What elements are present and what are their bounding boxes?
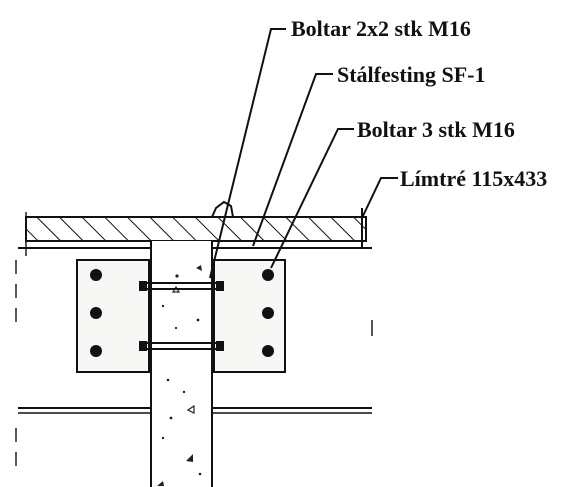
callout-steel-fixing: Stálfesting SF-1: [337, 62, 486, 87]
callout-bolts-3: Boltar 3 stk M16: [357, 117, 515, 142]
steel-plate-left: [76, 259, 150, 373]
leader-glulam: [361, 177, 398, 219]
leader-bolts-3: [270, 128, 354, 269]
callout-bolts-2x2: Boltar 2x2 stk M16: [291, 16, 471, 41]
left-beam: [18, 247, 151, 414]
bolt-group-right: [262, 269, 274, 357]
leader-bolts-2x2: [209, 28, 286, 279]
through-bolt-upper: [139, 281, 224, 291]
right-beam: [212, 247, 372, 414]
hatched-beam: [25, 200, 367, 256]
edge-dashes: [15, 260, 373, 470]
concrete-column: [150, 241, 213, 487]
callout-glulam: Límtré 115x433: [400, 166, 547, 191]
through-bolt-lower: [139, 341, 224, 351]
bolt-group-left: [90, 269, 102, 357]
leader-steel-fixing: [252, 73, 333, 247]
steel-plate-right: [213, 259, 286, 373]
